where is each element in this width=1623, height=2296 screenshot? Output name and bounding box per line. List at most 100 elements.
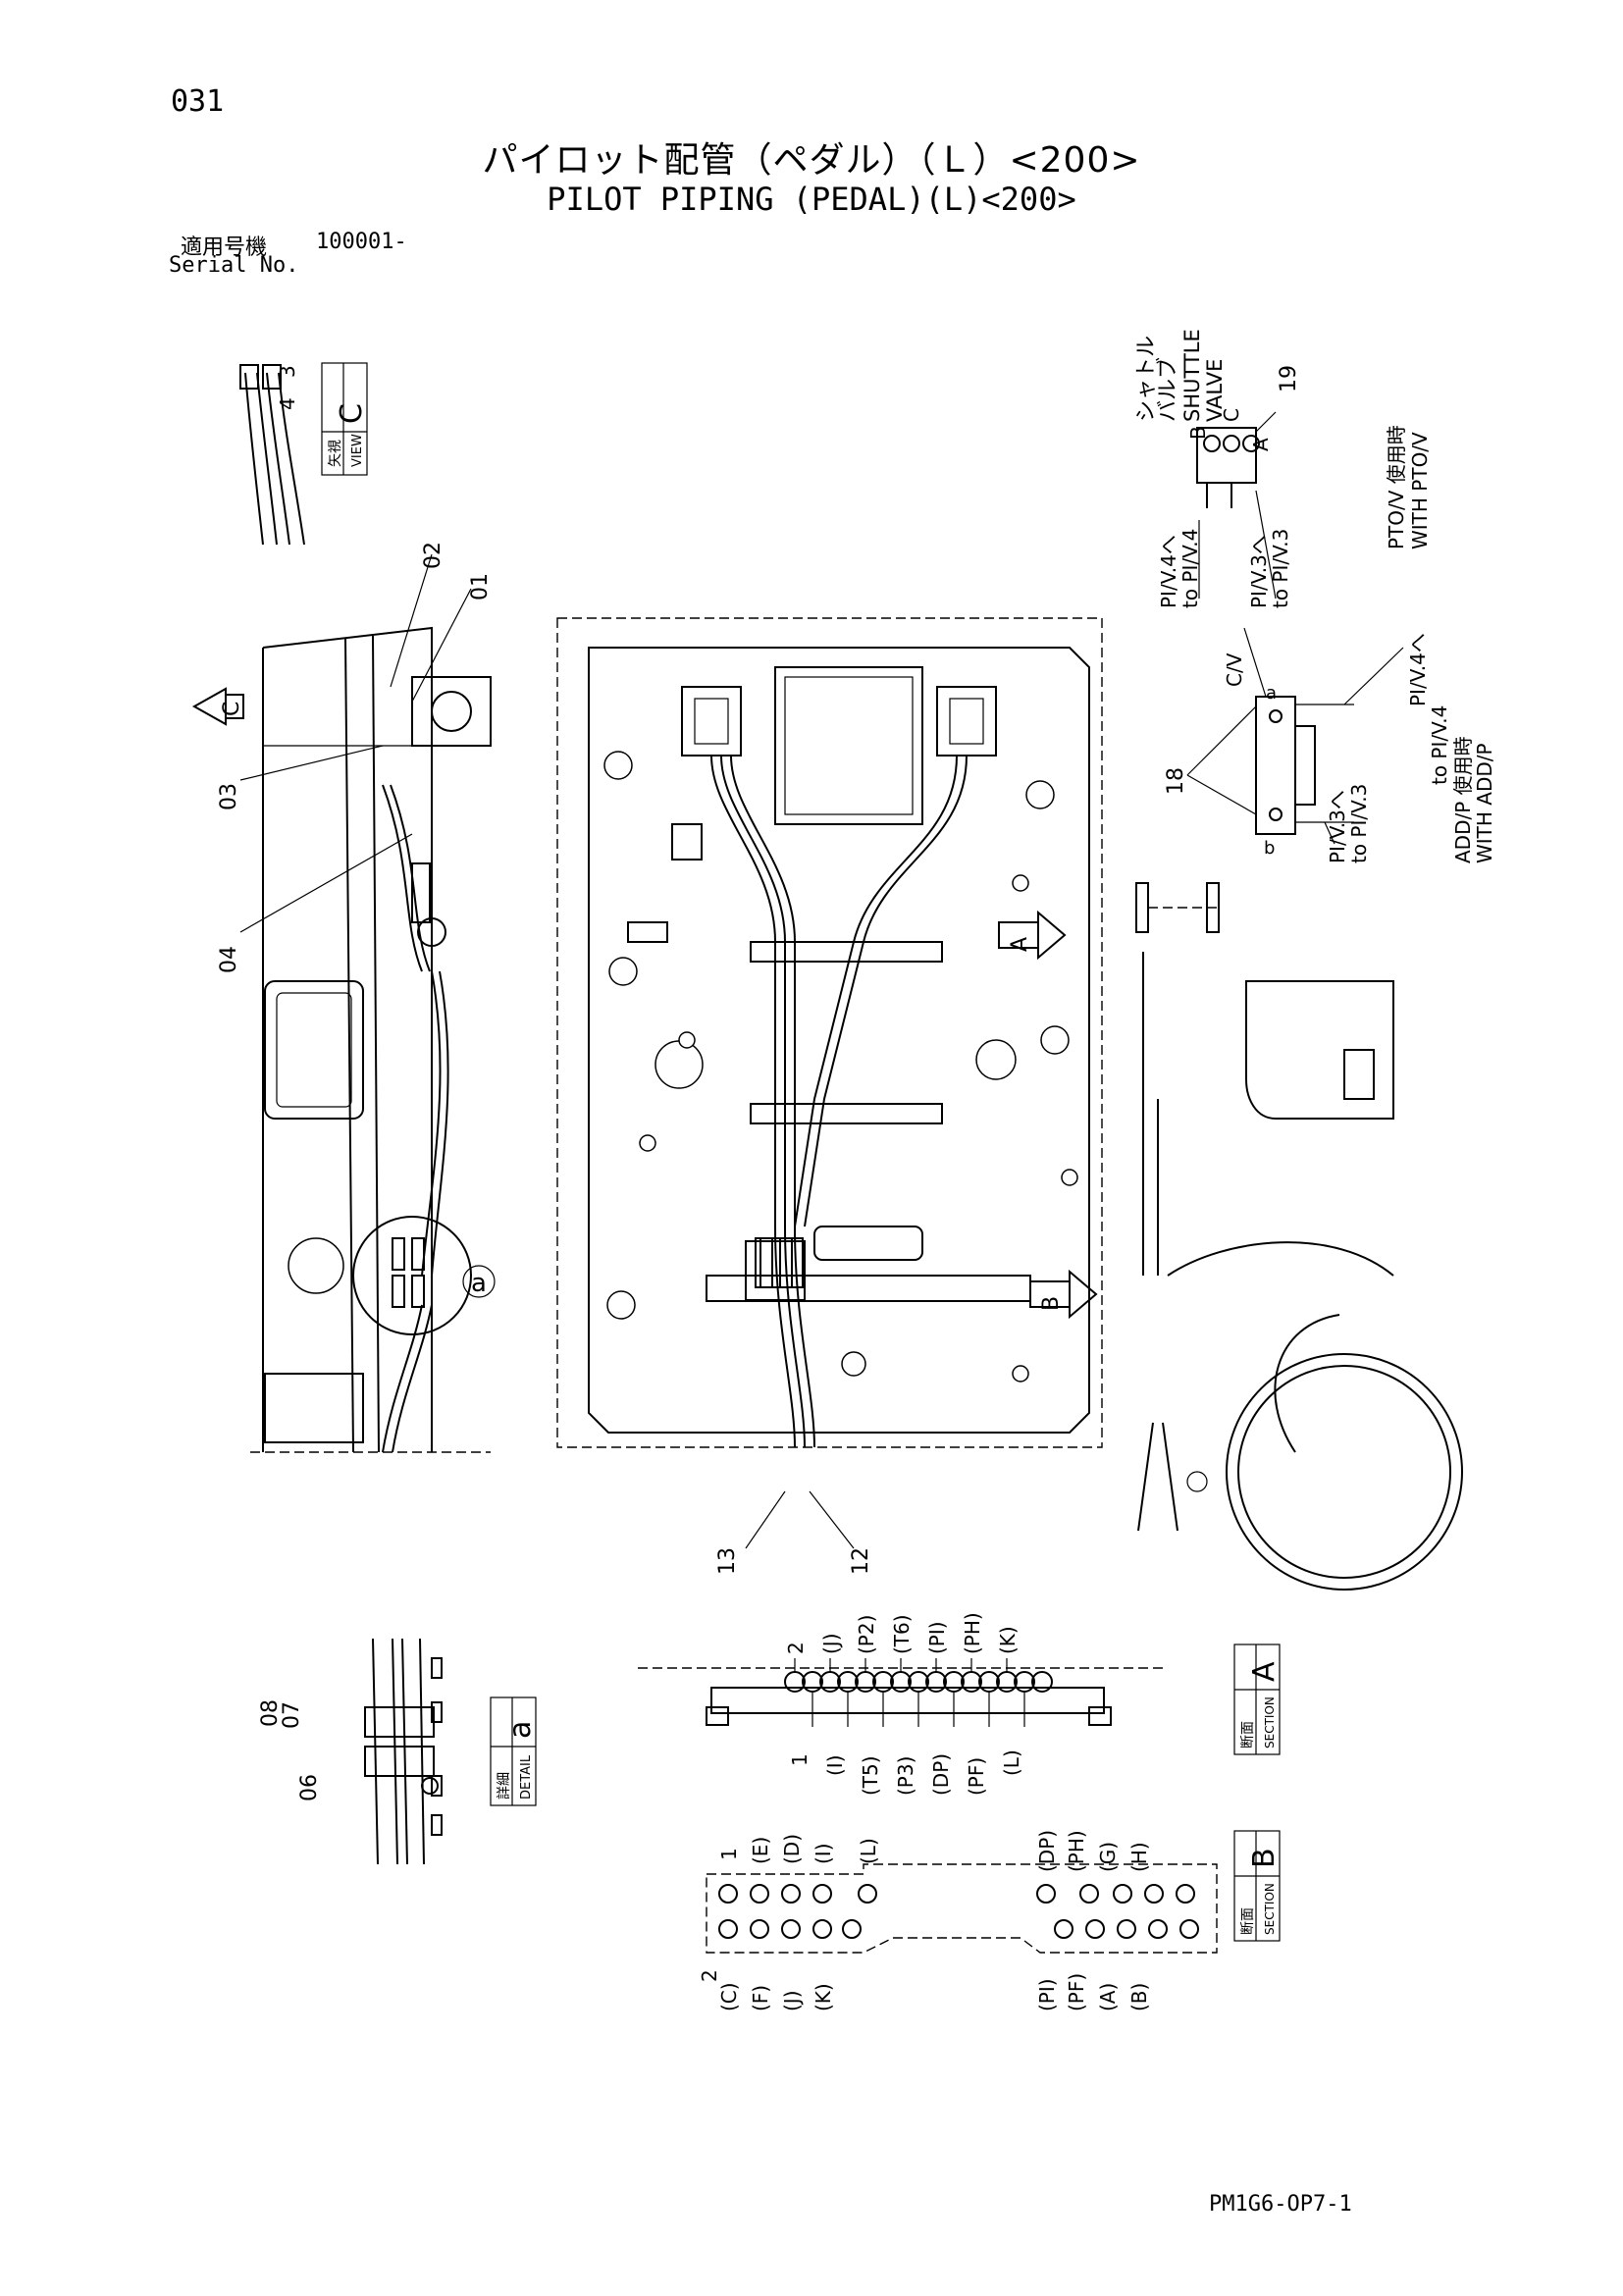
- section-b-left-top-port-5: (L): [857, 1838, 880, 1864]
- section-a-top-port-4: (T6): [890, 1614, 914, 1654]
- section-b-drawing: [706, 1863, 1218, 1954]
- leader-02: [390, 553, 433, 688]
- section-a-bottom-port-3: (T5): [859, 1755, 882, 1796]
- port-small-a-label: a: [1266, 683, 1277, 704]
- svg-text:a: a: [503, 1721, 538, 1739]
- leader-03: [239, 745, 384, 781]
- detail-a-drawing: [364, 1638, 443, 1865]
- callout-4-view-c: 4: [276, 397, 299, 410]
- document-code: PM1G6-OP7-1: [1209, 2192, 1352, 2217]
- svg-text:VIEW: VIEW: [350, 434, 365, 467]
- detail-a-label: 詳細 DETAIL a: [490, 1696, 538, 1806]
- pi-v3-en-top: to PI/V.3: [1269, 529, 1292, 608]
- add-note-ja: ADD/P 使用時: [1451, 736, 1475, 863]
- section-b-right-top-port-4: (H): [1127, 1842, 1151, 1872]
- leader-13: [745, 1490, 786, 1549]
- section-b-left-top-port-1: 1: [717, 1848, 741, 1860]
- section-b-left-bottom-port-4: (J): [780, 1990, 804, 2011]
- section-b-left-top-port-2: (E): [749, 1837, 772, 1864]
- section-b-right-bottom-port-1: (PI): [1035, 1978, 1059, 2011]
- pi-v3-en-side: to PI/V.3: [1347, 784, 1371, 863]
- svg-text:詳細: 詳細: [497, 1772, 512, 1800]
- section-a-bottom-port-4: (P3): [894, 1756, 917, 1796]
- callout-07: 07: [280, 1701, 304, 1729]
- pi-v3-ja-side: PI/V.3へ: [1326, 790, 1349, 863]
- floor-plate-hoses: [710, 755, 968, 1448]
- svg-text:DETAIL: DETAIL: [519, 1754, 534, 1800]
- view-c-hoses: [239, 364, 305, 546]
- svg-text:断面: 断面: [1240, 1721, 1256, 1748]
- section-b-right-top-port-1: (DP): [1035, 1830, 1059, 1872]
- shuttle-valve-label-ja2: バルブ: [1156, 357, 1180, 422]
- section-b-left-bottom-port-1: 2: [698, 1969, 721, 1982]
- svg-text:A: A: [1008, 937, 1032, 952]
- pi-v4-en-side: to PI/V.4: [1428, 705, 1451, 785]
- callout-04: 04: [217, 946, 241, 973]
- leader-pi-v3-top: [1255, 490, 1277, 600]
- section-a-top-port-2: (J): [819, 1633, 843, 1654]
- callout-13: 13: [715, 1547, 740, 1575]
- section-a-label: 断面 SECTION A: [1233, 1644, 1282, 1755]
- shuttle-valve: [1196, 411, 1277, 508]
- section-b-right-bottom-port-4: (B): [1127, 1983, 1151, 2011]
- floor-plate: [556, 617, 1103, 1448]
- svg-text:C: C: [220, 702, 244, 716]
- pi-v4-ja-top: PI/V.4へ: [1157, 535, 1180, 608]
- shuttle-valve-label-en1: SHUTTLE: [1180, 329, 1204, 422]
- svg-text:断面: 断面: [1240, 1907, 1256, 1935]
- page-title-en: PILOT PIPING (PEDAL)(L)<200>: [547, 181, 1076, 218]
- section-b-left-bottom-port-3: (F): [749, 1985, 772, 2011]
- shuttle-valve-label-en2: VALVE: [1203, 359, 1227, 422]
- serial-label-ja: 適用号機: [181, 235, 268, 260]
- page-title-ja: パイロット配管（ペダル）（Ｌ）<200>: [482, 140, 1141, 181]
- section-a-bottom-port-1: 1: [788, 1753, 812, 1766]
- svg-text:矢視: 矢視: [328, 440, 343, 467]
- section-a-top-port-6: (PH): [961, 1612, 984, 1654]
- leader-04: [239, 833, 413, 933]
- svg-text:C: C: [335, 403, 369, 424]
- section-a-bottom-port-5: (DP): [929, 1753, 953, 1796]
- svg-text:A: A: [1247, 1661, 1282, 1682]
- callout-19: 19: [1277, 365, 1301, 392]
- port-a-label: A: [1249, 438, 1273, 451]
- callout-03: 03: [217, 783, 241, 810]
- svg-text:B: B: [1247, 1848, 1282, 1868]
- svg-text:SECTION: SECTION: [1263, 1883, 1277, 1935]
- callout-08: 08: [258, 1699, 283, 1727]
- section-b-right-bottom-port-2: (PF): [1065, 1973, 1088, 2011]
- port-b-label: B: [1186, 426, 1210, 440]
- section-a-top-port-5: (PI): [925, 1621, 949, 1654]
- right-machine-outline: [1135, 882, 1463, 1591]
- section-a-top-port-1: 2: [784, 1642, 808, 1654]
- svg-text:SECTION: SECTION: [1263, 1696, 1277, 1748]
- pi-v4-en-top: to PI/V.4: [1178, 529, 1202, 608]
- serial-label-en: Serial No.: [169, 253, 299, 278]
- pi-v4-ja-side: PI/V.4へ: [1406, 633, 1430, 706]
- section-a-bottom-port-6: (PF): [965, 1757, 988, 1796]
- callout-06: 06: [297, 1774, 322, 1801]
- section-b-label: 断面 SECTION B: [1233, 1830, 1282, 1942]
- arrow-a: A: [998, 910, 1067, 961]
- section-b-left-top-port-3: (D): [780, 1834, 804, 1864]
- section-b-right-top-port-3: (G): [1096, 1842, 1120, 1872]
- section-a-top-port-7: (K): [996, 1626, 1020, 1654]
- section-a-top-port-3: (P2): [855, 1615, 878, 1654]
- callout-3-view-c: 3: [276, 365, 299, 378]
- port-c-label: C: [1220, 408, 1243, 422]
- section-b-left-top-port-4: (I): [812, 1843, 835, 1864]
- side-view-frame: [250, 626, 496, 1453]
- view-c-arrow: C: [191, 687, 244, 726]
- add-note-en: WITH ADD/P: [1473, 743, 1496, 863]
- serial-value: 100001-: [316, 230, 407, 254]
- callout-12: 12: [849, 1547, 873, 1575]
- shuttle-valve-label-ja: シャトル: [1134, 336, 1159, 422]
- pto-note-en: WITH PTO/V: [1408, 432, 1432, 549]
- port-small-b-label: b: [1264, 838, 1275, 859]
- check-valve: [1186, 627, 1404, 845]
- pi-v3-ja-top: PI/V.3へ: [1247, 535, 1271, 608]
- section-a-bottom-port-2: (I): [823, 1754, 847, 1776]
- view-c-label: 矢視 VIEW C: [321, 362, 369, 476]
- section-a-drawing: [638, 1658, 1168, 1727]
- cv-label: C/V: [1223, 652, 1246, 687]
